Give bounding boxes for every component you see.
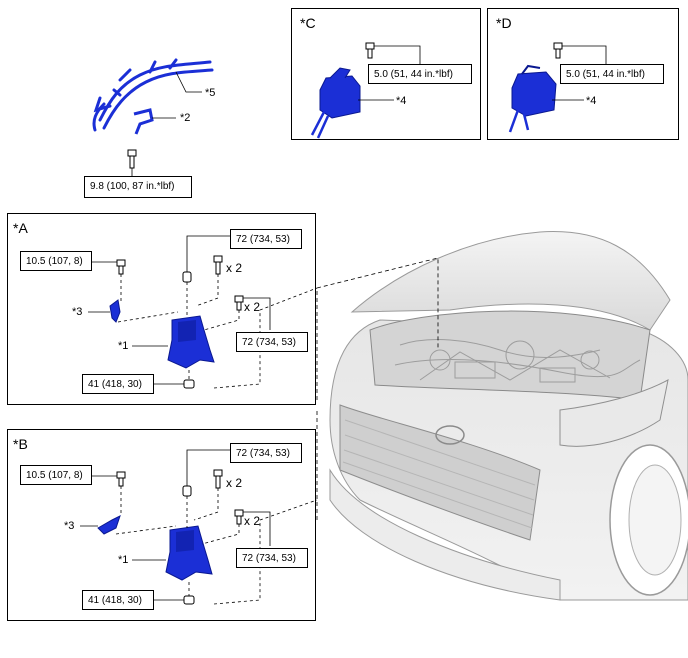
panel-a-mult-right: x 2 <box>244 300 261 314</box>
bolt-icon <box>553 42 563 59</box>
panel-a-tag: *A <box>13 220 28 236</box>
emblem <box>435 425 465 445</box>
panel-c-torque-spec: 5.0 (51, 44 in.*lbf) <box>368 64 472 84</box>
panel-b-callout-1: *1 <box>118 554 129 566</box>
panel-d-callout-4: *4 <box>586 95 597 107</box>
panel-a-torque-top: 72 (734, 53) <box>230 229 302 249</box>
bumper <box>329 468 561 601</box>
panel-a-torque-bottom: 41 (418, 30) <box>82 374 154 394</box>
panel-c-tag: *C <box>300 15 316 31</box>
panel-d-tag: *D <box>496 15 512 31</box>
panel-b-torque-bottom: 41 (418, 30) <box>82 590 154 610</box>
panel-b-torque-right: 72 (734, 53) <box>236 548 308 568</box>
panel-b-torque-top: 72 (734, 53) <box>230 443 302 463</box>
callout-2: *2 <box>180 112 191 124</box>
panel-d-torque-spec: 5.0 (51, 44 in.*lbf) <box>560 64 664 84</box>
bolt-icon <box>234 509 244 525</box>
panel-a-callout-1: *1 <box>118 340 129 352</box>
panel-c-callout-4: *4 <box>396 95 407 107</box>
nut-icon <box>182 485 192 497</box>
torque-spec-top: 9.8 (100, 87 in.*lbf) <box>84 176 192 198</box>
callout-5: *5 <box>205 87 216 99</box>
nut-icon <box>183 595 195 605</box>
panel-a-mult-top: x 2 <box>226 261 243 275</box>
panel-a-torque-right: 72 (734, 53) <box>236 332 308 352</box>
headlight <box>559 379 669 447</box>
hood <box>350 231 671 331</box>
bolt-icon <box>213 469 223 489</box>
panel-a-callout-3: *3 <box>72 306 83 318</box>
front-grille <box>339 404 541 541</box>
bolt-icon <box>116 471 126 487</box>
panel-b-callout-3: *3 <box>64 520 75 532</box>
panel-b-mult-right: x 2 <box>244 514 261 528</box>
panel-a-torque-left: 10.5 (107, 8) <box>20 251 92 271</box>
panel-b-mult-top: x 2 <box>226 476 243 490</box>
panel-b-tag: *B <box>13 436 28 452</box>
panel-b-torque-left: 10.5 (107, 8) <box>20 465 92 485</box>
engine-bay <box>369 310 651 401</box>
